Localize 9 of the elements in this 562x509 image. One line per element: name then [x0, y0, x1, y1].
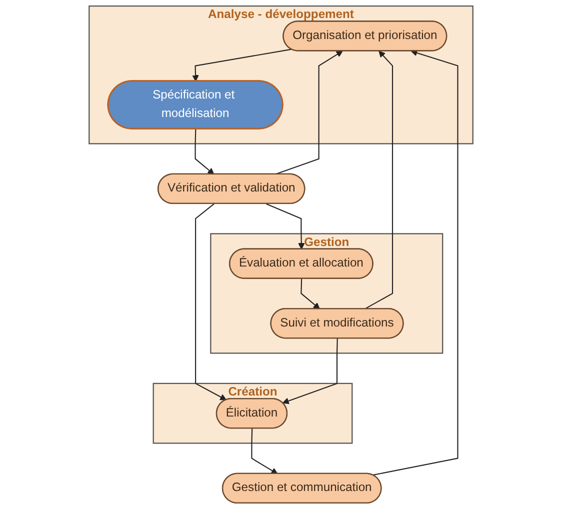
- arrow: [194, 128, 214, 175]
- arrow: [266, 203, 305, 250]
- arrow: [282, 338, 338, 404]
- arrow: [251, 428, 278, 474]
- arrow: [364, 50, 394, 310]
- arrow: [300, 278, 320, 310]
- arrow: [195, 203, 227, 400]
- arrow: [192, 48, 292, 82]
- arrow: [372, 50, 458, 476]
